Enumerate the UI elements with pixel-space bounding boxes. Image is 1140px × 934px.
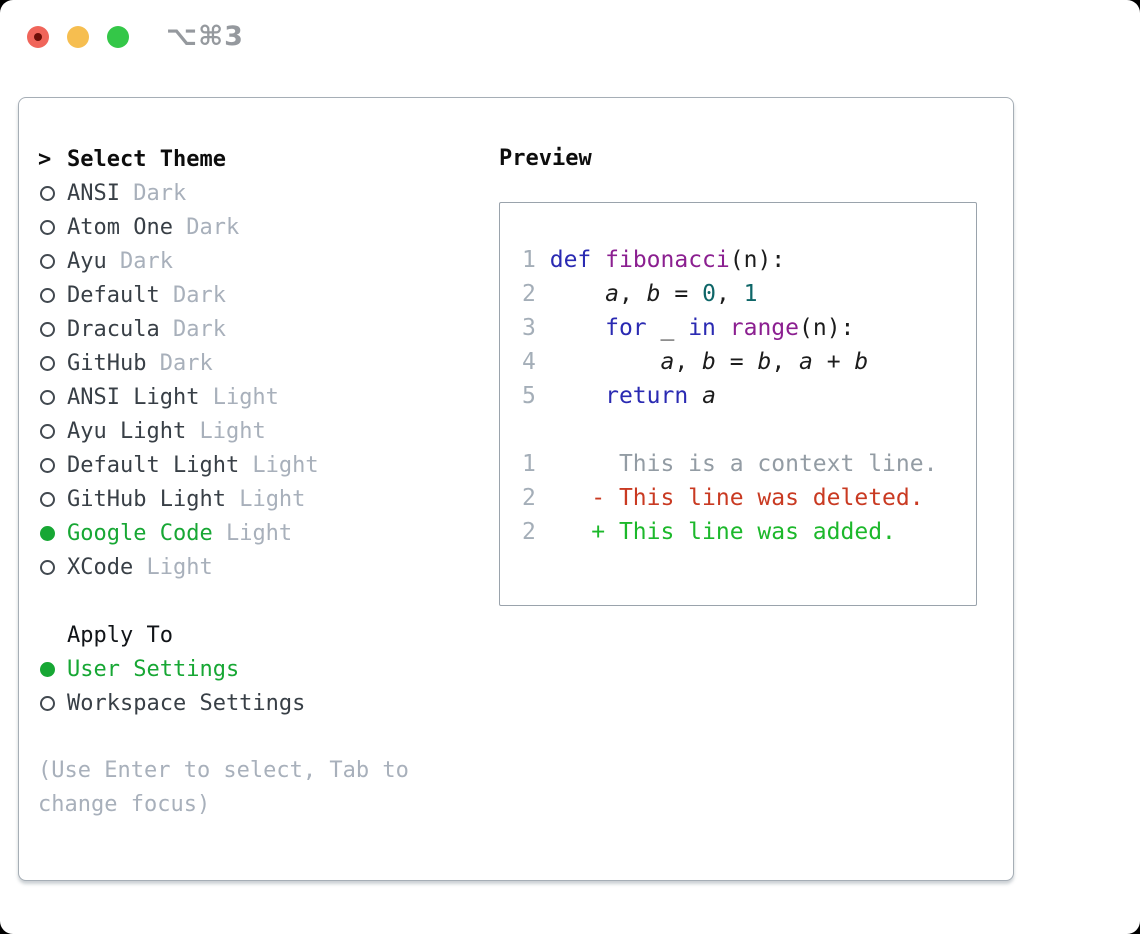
code-line: 2 + This line was added. [522,519,896,545]
spacer [38,584,458,618]
preview-code-box: 1 def fibonacci(n): 2 a, b = 0, 1 3 for _ … [499,202,977,606]
radio-unselected-icon [38,321,67,337]
keyboard-shortcut-label: ⌥⌘3 [166,21,244,52]
option-label: Default Light [67,452,240,478]
option-label: GitHub Light [67,486,226,512]
close-button[interactable] [27,26,49,48]
option-variant-label: Dark [159,316,226,342]
option-variant-label: Dark [146,350,213,376]
minimize-button[interactable] [67,26,89,48]
option-github-light[interactable]: GitHub Light Light [38,482,458,516]
focus-caret-icon: > [38,146,52,172]
code-line: 2 a, b = 0, 1 [522,281,758,307]
option-workspace-settings[interactable]: Workspace Settings [38,686,458,720]
option-variant-label: Dark [172,214,240,240]
option-variant-label: Light [199,384,279,410]
option-github[interactable]: GitHub Dark [38,346,458,380]
code-line: 1 def fibonacci(n): [522,247,786,273]
option-variant-label: Dark [106,248,173,274]
option-variant-label: Dark [159,282,226,308]
radio-unselected-icon [38,253,67,269]
option-default-light[interactable]: Default Light Light [38,448,458,482]
select-theme-title: Select Theme [67,146,226,172]
option-variant-label: Light [225,486,306,512]
radio-unselected-icon [38,389,67,405]
code-line: 3 for _ in range(n): [522,315,855,341]
option-dracula[interactable]: Dracula Dark [38,312,458,346]
option-label: Ayu [67,248,107,274]
code-line: 1 This is a context line. [522,451,938,477]
radio-unselected-icon [38,185,67,201]
code-line [522,413,976,447]
option-ayu[interactable]: Ayu Dark [38,244,458,278]
traffic-lights [27,26,129,48]
radio-selected-icon [38,525,67,541]
help-text: (Use Enter to select, Tab to change focu… [38,758,409,817]
code-line: 5 return a [522,383,716,409]
radio-unselected-icon [38,491,67,507]
zoom-button[interactable] [107,26,129,48]
apply-to-header: Apply To [38,618,458,652]
option-variant-label: Light [133,554,213,580]
option-ansi-light[interactable]: ANSI Light Light [38,380,458,414]
radio-unselected-icon [38,355,67,371]
option-user-settings[interactable]: User Settings [38,652,458,686]
option-variant-label: Light [239,452,319,478]
option-label: XCode [67,554,134,580]
option-label: Ayu Light [67,418,187,444]
radio-unselected-icon [38,423,67,439]
option-label: Dracula [67,316,160,342]
option-label: ANSI [67,180,120,206]
option-label: GitHub [67,350,147,376]
spacer [38,720,458,754]
option-ayu-light[interactable]: Ayu Light Light [38,414,458,448]
radio-unselected-icon [38,219,67,235]
radio-unselected-icon [38,457,67,473]
option-atom-one[interactable]: Atom One Dark [38,210,458,244]
preview-column: Preview 1 def fibonacci(n): 2 a, b = 0, 1… [499,142,977,606]
code-line: 4 a, b = b, a + b [522,349,869,375]
option-xcode[interactable]: XCode Light [38,550,458,584]
option-variant-label: Light [212,520,293,546]
radio-unselected-icon [38,287,67,303]
code-line: 2 - This line was deleted. [522,485,924,511]
radio-selected-icon [38,661,67,677]
radio-unselected-icon [38,695,67,711]
option-label: Default [67,282,160,308]
option-google-code[interactable]: Google Code Light [38,516,458,550]
option-label: User Settings [67,656,240,682]
option-default[interactable]: Default Dark [38,278,458,312]
option-label: Google Code [67,520,213,546]
title-bar: ⌥⌘3 [0,0,1140,72]
option-variant-label: Dark [119,180,187,206]
option-label: Workspace Settings [67,690,306,716]
option-label: ANSI Light [67,384,200,410]
preview-title: Preview [499,146,592,171]
apply-to-title: Apply To [67,622,173,648]
option-ansi[interactable]: ANSI Dark [38,176,458,210]
option-variant-label: Light [186,418,266,444]
select-theme-header: > Select Theme [38,142,458,176]
option-label: Atom One [67,214,173,240]
radio-unselected-icon [38,559,67,575]
